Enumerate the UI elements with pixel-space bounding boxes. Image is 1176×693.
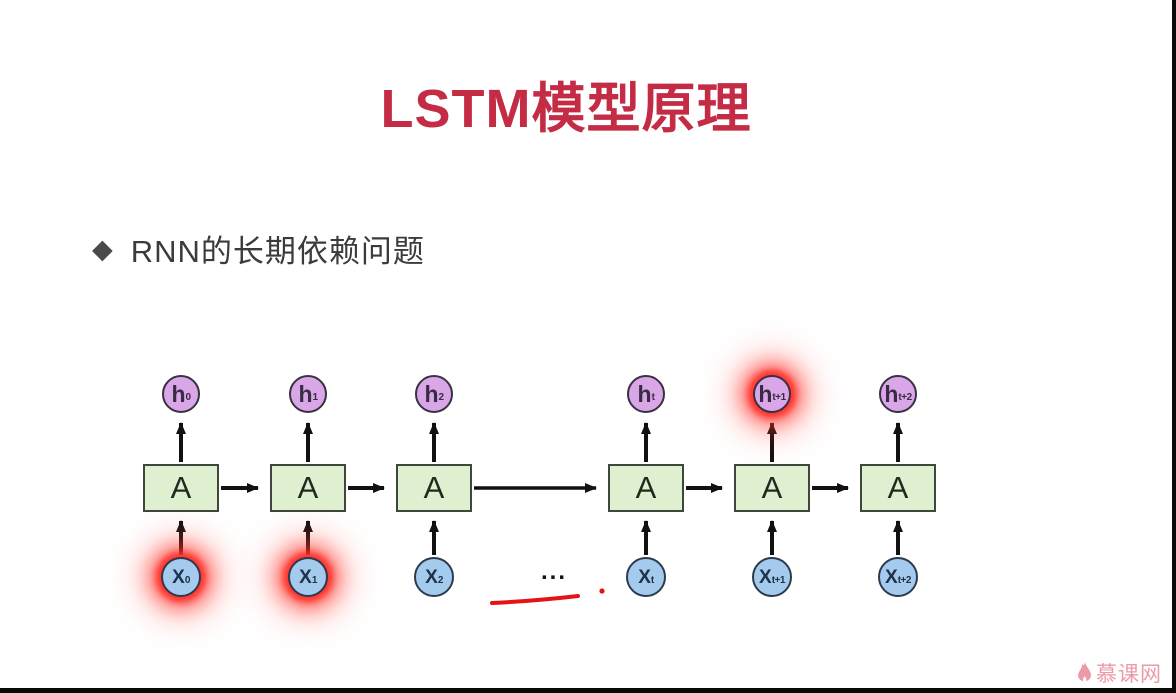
flame-icon <box>1078 661 1091 683</box>
rnn-cell-box-1: A <box>270 464 346 512</box>
rnn-cell-box-5: A <box>860 464 936 512</box>
bullet-text: RNN的长期依赖问题 <box>130 234 425 269</box>
diamond-bullet-icon: ◆ <box>92 234 113 264</box>
bullet-row: ◆ RNN的长期依赖问题 <box>92 226 425 271</box>
rnn-cell-box-0: A <box>143 464 219 512</box>
watermark-text: 慕课网 <box>1096 663 1162 686</box>
rnn-cell-box-2: A <box>396 464 472 512</box>
right-edge-bar <box>1172 0 1176 693</box>
ellipsis-mark: ... <box>540 558 567 585</box>
rnn-cell-box-3: A <box>608 464 684 512</box>
imooc-watermark: 慕课网 <box>1077 658 1162 688</box>
rnn-cell-box-4: A <box>734 464 810 512</box>
red-dot-mark <box>599 588 605 594</box>
red-underline-mark <box>490 594 580 605</box>
bottom-edge-bar <box>0 688 1176 693</box>
slide-title: LSTM模型原理 <box>380 79 752 139</box>
